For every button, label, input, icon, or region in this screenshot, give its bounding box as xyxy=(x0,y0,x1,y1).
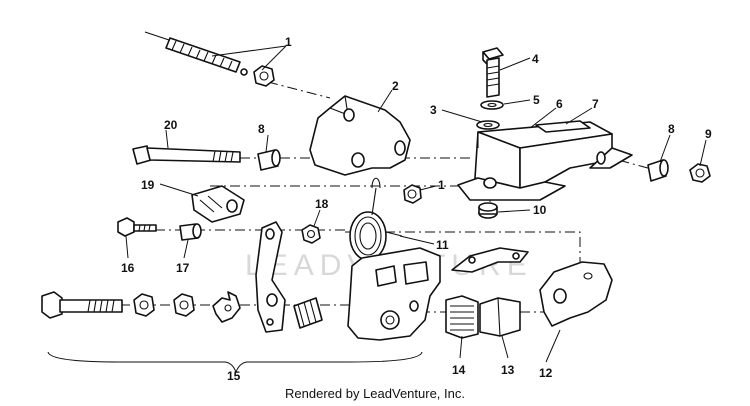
callout-4: 4 xyxy=(532,52,539,66)
assembly-15 xyxy=(41,291,323,329)
washer-5 xyxy=(480,100,504,110)
torsion-spring xyxy=(349,177,403,261)
bolt-16 xyxy=(117,217,157,237)
callout-8b: 8 xyxy=(668,122,675,136)
washer-3 xyxy=(476,120,500,130)
callout-7: 7 xyxy=(592,97,599,111)
callout-6: 6 xyxy=(556,97,563,111)
callout-9: 9 xyxy=(705,127,712,141)
bushing-8b xyxy=(647,159,669,182)
callout-10: 10 xyxy=(533,203,547,217)
callout-19: 19 xyxy=(141,178,155,192)
bracket-plate-12 xyxy=(539,261,613,327)
bolt-4 xyxy=(482,47,504,98)
spacer-10 xyxy=(478,202,498,219)
callout-17: 17 xyxy=(176,261,190,275)
callout-13: 13 xyxy=(501,363,515,377)
callout-2: 2 xyxy=(392,79,399,93)
nut-9 xyxy=(689,163,711,183)
callout-1a: 1 xyxy=(285,35,292,49)
callout-8a: 8 xyxy=(258,122,265,136)
callout-18: 18 xyxy=(315,197,329,211)
clevis-19 xyxy=(191,185,245,223)
assembly-brace xyxy=(47,351,423,374)
back-plate-13 xyxy=(479,297,521,337)
callout-5: 5 xyxy=(533,93,540,107)
linkage-arm xyxy=(255,221,286,333)
callout-12: 12 xyxy=(539,366,553,380)
callout-labels: 1 2 3 4 5 6 7 8 8 9 20 1 19 18 10 11 16 … xyxy=(121,35,712,383)
main-bracket xyxy=(457,120,633,201)
callout-1b: 1 xyxy=(438,178,445,192)
threaded-rod xyxy=(144,31,248,76)
footer-credit: Rendered by LeadVenture, Inc. xyxy=(285,386,465,401)
callout-16: 16 xyxy=(121,261,135,275)
callout-20: 20 xyxy=(164,118,178,132)
brake-pad-14 xyxy=(445,295,479,339)
leader-lines xyxy=(125,45,707,363)
callout-3: 3 xyxy=(430,103,437,117)
lever-bracket xyxy=(309,95,411,176)
nut-18 xyxy=(301,224,321,244)
spacer-17 xyxy=(179,223,202,241)
nut-1b xyxy=(403,184,422,204)
long-bolt-20 xyxy=(132,145,241,165)
caliper-body xyxy=(347,247,441,341)
callout-15: 15 xyxy=(227,369,241,383)
callout-14: 14 xyxy=(452,363,466,377)
pad-plate xyxy=(451,247,529,273)
bushing-8a xyxy=(257,149,281,171)
callout-11: 11 xyxy=(436,238,449,252)
nut-top xyxy=(253,65,275,87)
